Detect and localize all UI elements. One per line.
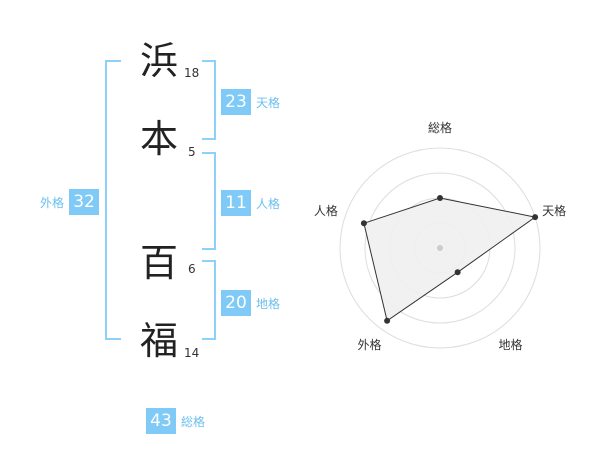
soukaku-badge: 43 総格 (146, 408, 205, 434)
radar-axis-label: 天格 (542, 203, 566, 218)
jinkaku-value: 11 (221, 190, 251, 216)
radar-point (532, 214, 539, 221)
radar-axis-label: 地格 (498, 337, 522, 352)
radar-ring (339, 147, 541, 349)
stroke-count-4: 14 (184, 346, 200, 360)
jinkaku-bracket (202, 152, 216, 250)
radar-points (360, 195, 539, 324)
radar-area (363, 197, 537, 322)
tenkaku-value: 23 (221, 89, 251, 115)
tenkaku-bracket (202, 60, 216, 140)
jinkaku-label: 人格 (256, 196, 281, 211)
stroke-count-3: 6 (188, 262, 196, 276)
radar-point (437, 195, 443, 201)
gaikaku-badge: 外格 32 (40, 189, 100, 215)
name-char-1: 浜 (140, 39, 179, 83)
gaikaku-value: 32 (69, 189, 100, 215)
radar-point (454, 269, 461, 276)
chikaku-bracket (202, 260, 216, 340)
name-char-4: 福 (140, 319, 179, 363)
name-char-2: 本 (140, 117, 179, 161)
chikaku-value: 20 (221, 290, 251, 316)
radar-axis-label: 総格 (428, 120, 452, 135)
gaikaku-label: 外格 (40, 195, 65, 210)
soukaku-value: 43 (146, 408, 176, 434)
radar-point (360, 220, 367, 227)
soukaku-label: 総格 (181, 414, 206, 429)
radar-point (384, 317, 391, 324)
radar-axis-label: 人格 (314, 203, 338, 218)
stroke-count-1: 18 (184, 66, 200, 80)
name-char-3: 百 (140, 241, 179, 285)
radar-ring (364, 172, 516, 324)
jinkaku-badge: 11 人格 (221, 190, 280, 216)
chikaku-badge: 20 地格 (221, 290, 280, 316)
chikaku-label: 地格 (256, 296, 281, 311)
stroke-count-2: 5 (188, 145, 196, 159)
radar-axis-label: 外格 (357, 337, 381, 352)
tenkaku-label: 天格 (256, 95, 281, 110)
tenkaku-badge: 23 天格 (221, 89, 280, 115)
gaikaku-bracket (105, 60, 121, 340)
radar-center-dot (437, 245, 443, 251)
